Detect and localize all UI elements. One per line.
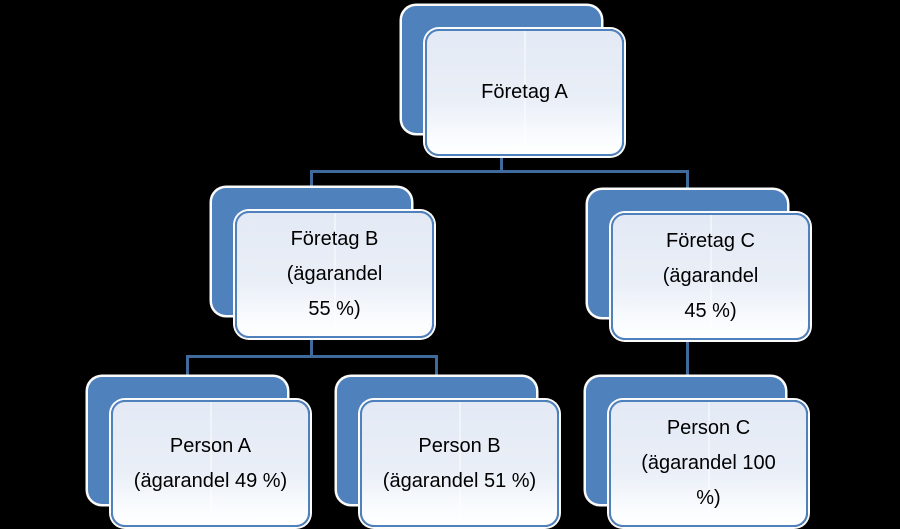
node-text-line: 45 %): [684, 300, 737, 322]
node-person-a: Person A (ägarandel 49 %): [88, 377, 310, 527]
connector-drop-foretag-c: [686, 170, 689, 199]
node-text-line: (ägarandel 100: [641, 452, 776, 474]
node-text-line: Företag C: [666, 230, 755, 252]
connector-drop-person-a: [186, 355, 189, 384]
connector-level2-horizontal: [310, 170, 689, 173]
node-person-c-card: Person C (ägarandel 100 %): [609, 400, 808, 527]
node-text-line: (ägarandel: [662, 265, 759, 287]
connector-drop-person-b: [435, 355, 438, 384]
connector-b-stem: [310, 325, 313, 358]
node-text-line: Person B: [418, 434, 501, 457]
node-person-b-card: Person B (ägarandel 51 %): [360, 400, 559, 527]
node-person-a-card: Person A (ägarandel 49 %): [111, 400, 310, 527]
connector-a-stem: [500, 150, 503, 173]
node-foretag-b-card: Företag B (ägarandel 55 %): [235, 211, 434, 338]
node-text-line: (ägarandel 51 %): [382, 469, 537, 492]
node-text-line: Företag B: [290, 228, 379, 250]
node-foretag-a: Företag A: [402, 6, 624, 156]
node-text-line: Företag A: [481, 81, 568, 103]
node-foretag-a-card: Företag A: [425, 29, 624, 156]
node-text-line: %): [696, 487, 721, 509]
node-text-line: Person A: [169, 434, 252, 457]
connector-drop-foretag-b: [310, 170, 313, 196]
node-text-line: (ägarandel 49 %): [133, 469, 288, 492]
node-text-line: Person C: [666, 417, 751, 439]
node-foretag-c: Företag C (ägarandel 45 %): [588, 190, 810, 340]
connector-level3-horizontal: [186, 355, 438, 358]
node-person-c: Person C (ägarandel 100 %): [586, 377, 808, 527]
node-text-line: 55 %): [308, 298, 361, 320]
node-text-line: (ägarandel: [286, 263, 383, 285]
connector-c-to-person-c: [686, 330, 689, 384]
node-foretag-c-card: Företag C (ägarandel 45 %): [611, 213, 810, 340]
node-person-b: Person B (ägarandel 51 %): [337, 377, 559, 527]
node-foretag-b: Företag B (ägarandel 55 %): [212, 188, 434, 338]
